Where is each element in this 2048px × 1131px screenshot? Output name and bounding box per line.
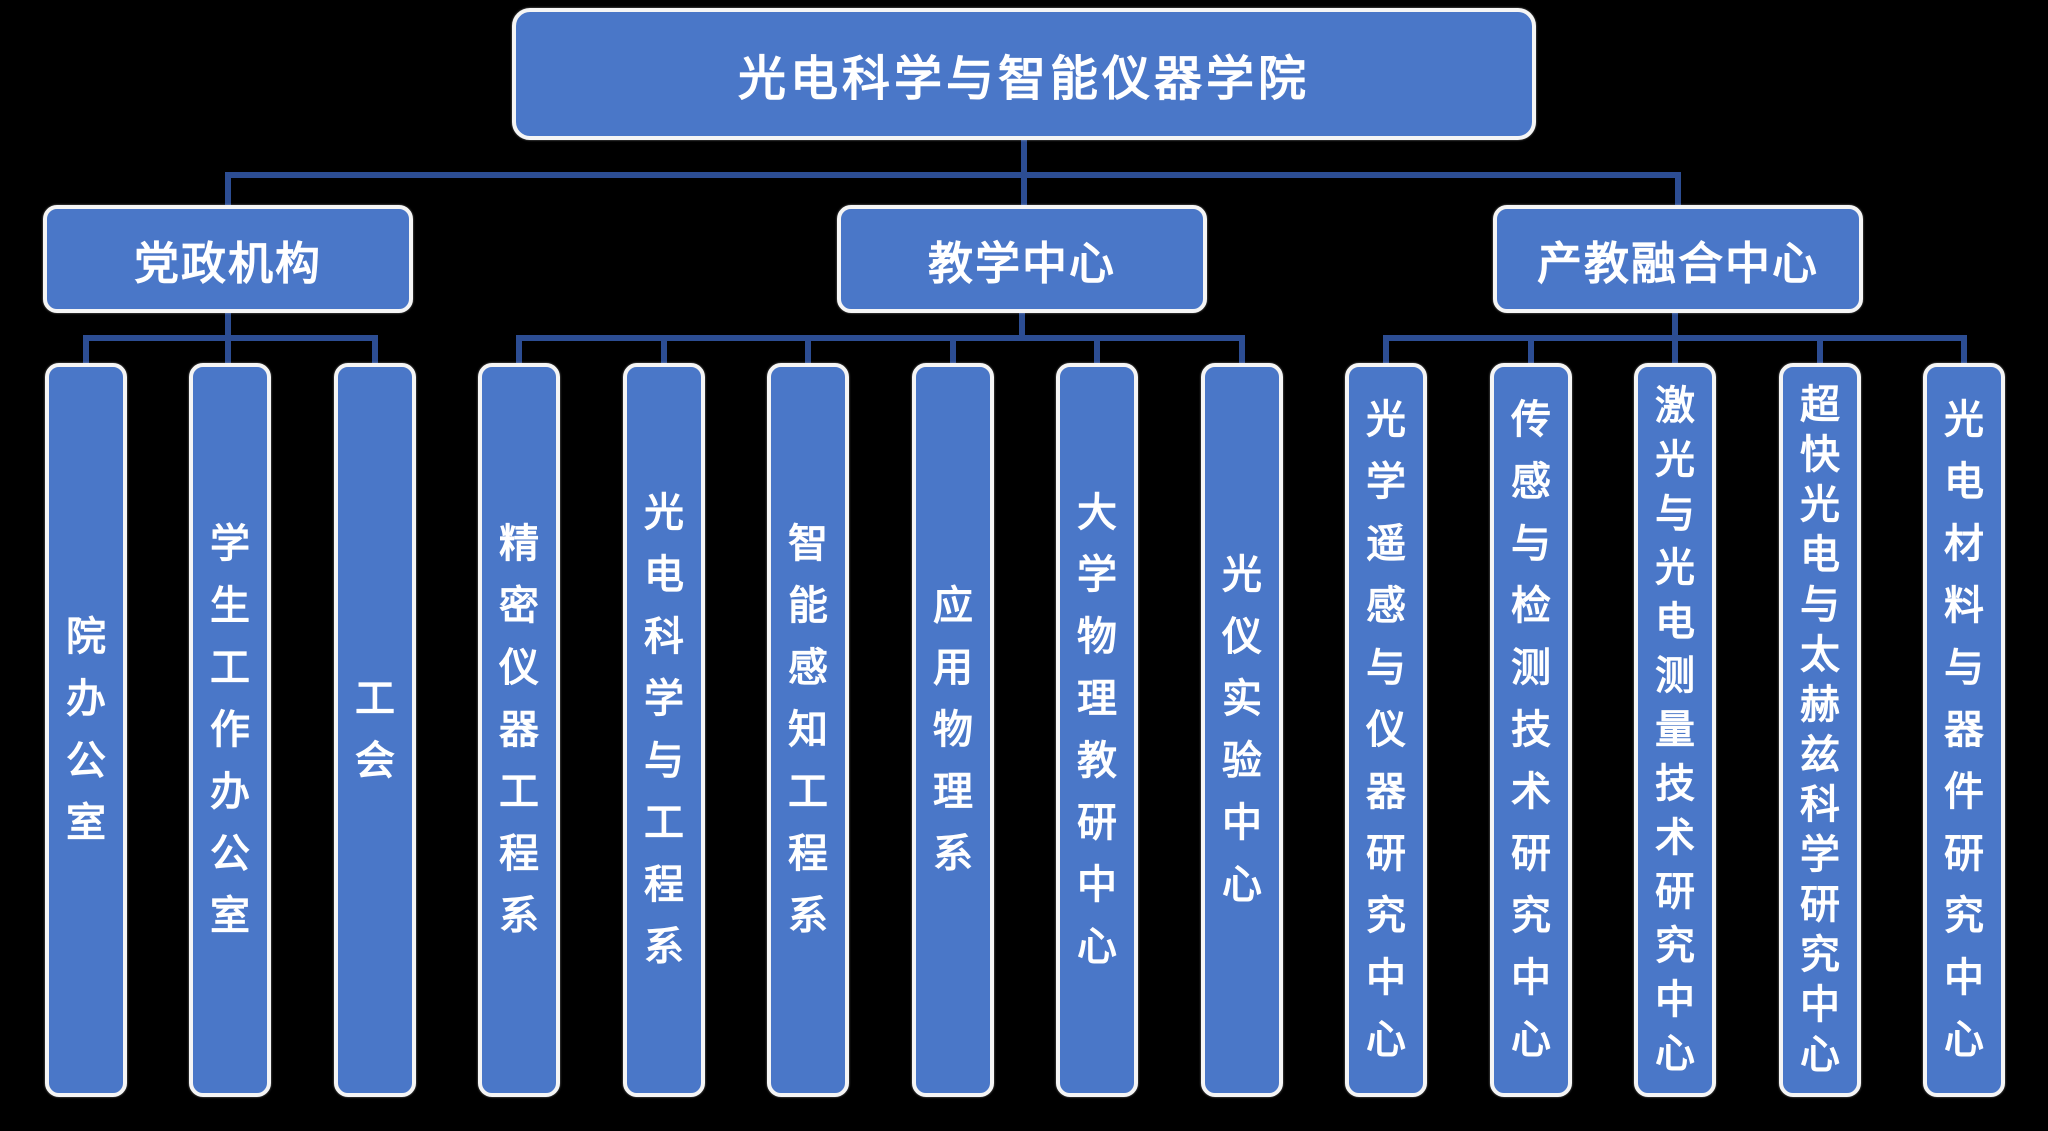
leaf-box-student-affairs-office: 学生工作办公室: [189, 363, 271, 1097]
leaf-label: 工会: [355, 677, 395, 783]
leaf-box-optical-remote-sensing-center: 光学遥感与仪器研究中心: [1345, 363, 1427, 1097]
connector-root-stub-right: [1675, 172, 1681, 208]
connector-group1-rail: [83, 335, 378, 341]
leaf-box-precision-instrument-dept: 精密仪器工程系: [478, 363, 560, 1097]
connector-group3-rail: [1383, 335, 1967, 341]
connector-group3-stub: [1528, 335, 1534, 363]
leaf-box-college-office: 院办公室: [45, 363, 127, 1097]
connector-group1-stub: [83, 335, 89, 363]
leaf-label: 光电科学与工程系: [644, 491, 684, 969]
leaf-box-university-physics-teaching-center: 大学物理教研中心: [1056, 363, 1138, 1097]
leaf-label: 光仪实验中心: [1222, 553, 1262, 907]
leaf-label: 院办公室: [66, 615, 106, 845]
leaf-label: 超快光电与太赫兹科学研究中心: [1800, 383, 1840, 1077]
leaf-box-ultrafast-terahertz-center: 超快光电与太赫兹科学研究中心: [1779, 363, 1861, 1097]
leaf-box-optoelectronic-materials-devices-center: 光电材料与器件研究中心: [1923, 363, 2005, 1097]
root-box-college: 光电科学与智能仪器学院: [512, 8, 1536, 140]
group-label: 产教融合中心: [1536, 237, 1819, 289]
leaf-box-applied-physics-dept: 应用物理系: [912, 363, 994, 1097]
connector-group2-stub: [805, 335, 811, 363]
connector-group1-stub: [372, 335, 378, 363]
leaf-box-labor-union: 工会: [334, 363, 416, 1097]
leaf-box-intelligent-perception-dept: 智能感知工程系: [767, 363, 849, 1097]
leaf-label: 传感与检测技术研究中心: [1511, 398, 1551, 1062]
connector-group2-stub: [516, 335, 522, 363]
leaf-label: 大学物理教研中心: [1077, 491, 1117, 969]
connector-group3-stub: [1383, 335, 1389, 363]
leaf-label: 激光与光电测量技术研究中心: [1655, 384, 1695, 1076]
leaf-label: 光学遥感与仪器研究中心: [1366, 398, 1406, 1062]
leaf-box-laser-photoelectric-measurement-center: 激光与光电测量技术研究中心: [1634, 363, 1716, 1097]
leaf-box-sensing-detection-center: 传感与检测技术研究中心: [1490, 363, 1572, 1097]
connector-group2-stem: [1019, 313, 1025, 341]
connector-root-rail: [225, 172, 1681, 178]
connector-root-stub-left: [225, 172, 231, 208]
leaf-label: 精密仪器工程系: [499, 522, 539, 938]
leaf-label: 学生工作办公室: [210, 522, 250, 938]
connector-group2-stub: [1094, 335, 1100, 363]
group-box-industry-education-center: 产教融合中心: [1493, 205, 1863, 313]
connector-group3-stub: [1961, 335, 1967, 363]
group-label: 党政机构: [133, 237, 322, 289]
leaf-label: 智能感知工程系: [788, 522, 828, 938]
connector-group2-stub: [950, 335, 956, 363]
connector-group2-rail: [516, 335, 1245, 341]
group-box-teaching-center: 教学中心: [837, 205, 1207, 313]
leaf-label: 光电材料与器件研究中心: [1944, 398, 1984, 1062]
group-box-party-admin: 党政机构: [43, 205, 413, 313]
root-label: 光电科学与智能仪器学院: [737, 53, 1310, 106]
connector-group2-stub: [661, 335, 667, 363]
group-label: 教学中心: [927, 237, 1116, 289]
leaf-box-optical-instrument-lab-center: 光仪实验中心: [1201, 363, 1283, 1097]
leaf-box-optoelectronic-science-engineering-dept: 光电科学与工程系: [623, 363, 705, 1097]
connector-group3-stub: [1817, 335, 1823, 363]
connector-group2-stub: [1239, 335, 1245, 363]
leaf-label: 应用物理系: [933, 584, 973, 876]
